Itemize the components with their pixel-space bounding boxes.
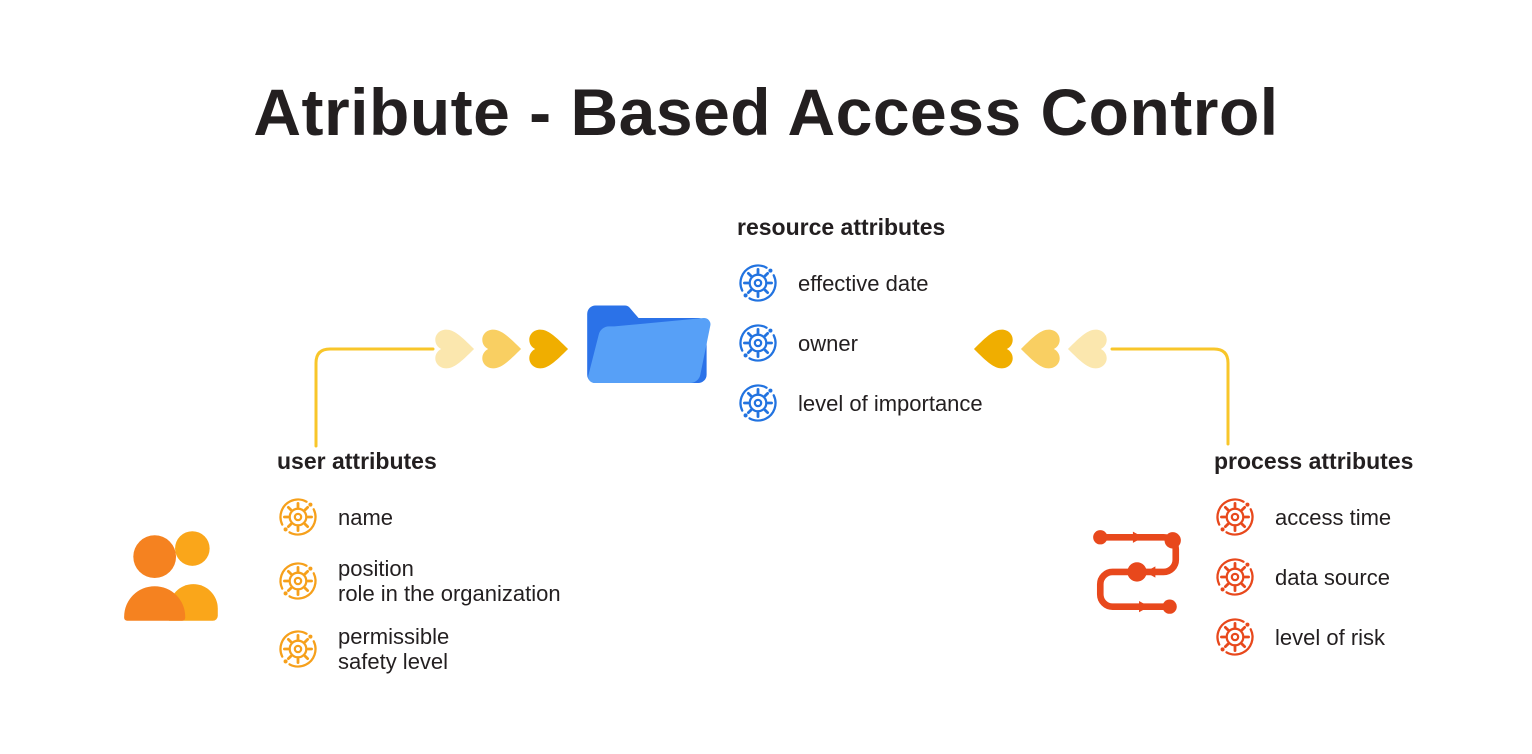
group-heading: process attributes	[1214, 448, 1414, 474]
page-title: Atribute - Based Access Control	[253, 75, 1279, 149]
chevron-left-icon	[1020, 329, 1060, 369]
user-front-figure	[124, 535, 186, 621]
gear-icon	[277, 560, 319, 602]
chevron-right-icon	[482, 329, 522, 369]
gear-icon	[737, 262, 779, 304]
attribute-row: effective date	[737, 262, 983, 304]
users-icon	[124, 531, 218, 621]
chevron-right-icon	[435, 329, 475, 369]
attribute-label: role in the organization	[338, 581, 561, 606]
attribute-row: owner	[737, 322, 983, 364]
attribute-row: access time	[1214, 496, 1413, 538]
workflow-icon	[1093, 530, 1181, 614]
folder-icon	[587, 305, 711, 384]
gear-icon	[1214, 616, 1256, 658]
group-resource-attributes: resource attributes effective date owner…	[737, 214, 983, 442]
attribute-label: access time	[1275, 504, 1392, 530]
gear-icon	[1214, 496, 1256, 538]
gear-icon	[737, 382, 779, 424]
gear-icon	[277, 496, 319, 538]
attribute-row: data source	[1214, 556, 1413, 598]
group-heading: resource attributes	[737, 214, 946, 240]
chevron-left-icon	[1067, 329, 1107, 369]
group-user-attributes: user attributes name position role in th…	[277, 448, 561, 692]
gear-icon	[737, 322, 779, 364]
gear-icon	[1214, 556, 1256, 598]
connector-left-line	[314, 347, 435, 448]
attribute-label: effective date	[798, 270, 929, 296]
attribute-label: level of risk	[1275, 624, 1386, 650]
attribute-row: level of importance	[737, 382, 983, 424]
attribute-label: level of importance	[798, 390, 983, 416]
attribute-row: permissible safety level	[277, 624, 561, 674]
attribute-label: data source	[1275, 564, 1390, 590]
attribute-label: position	[338, 556, 414, 581]
attribute-label: owner	[798, 330, 858, 356]
attribute-row: name	[277, 496, 561, 538]
attribute-label: permissible	[338, 624, 450, 649]
chevron-right-icon	[529, 329, 569, 369]
attribute-label: safety level	[338, 649, 449, 674]
attribute-label: name	[338, 504, 394, 530]
gear-icon	[277, 628, 319, 670]
connector-right-line	[1110, 347, 1230, 446]
group-heading: user attributes	[277, 448, 437, 474]
attribute-row: position role in the organization	[277, 556, 561, 606]
attribute-row: level of risk	[1214, 616, 1413, 658]
group-process-attributes: process attributes access time data sour…	[1214, 448, 1413, 676]
folder-front-shape	[588, 318, 711, 384]
workflow-shape	[1093, 530, 1181, 614]
